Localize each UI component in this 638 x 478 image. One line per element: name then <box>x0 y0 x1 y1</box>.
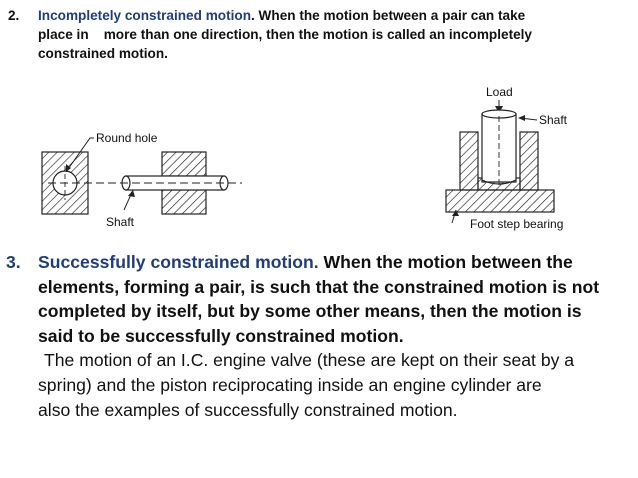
section-3-line-1: 3. Successfully constrained motion. When… <box>6 250 632 275</box>
section-3-body-3: also the examples of successfully constr… <box>38 399 458 420</box>
section-2-title: Incompletely constrained motion <box>38 8 251 23</box>
section-3-body-1-wrap: The motion of an I.C. engine valve (thes… <box>6 348 632 373</box>
figure-round-hole-shaft: Round hole Shaft <box>36 122 266 232</box>
section-3-bold-3: completed by itself, but by some other m… <box>38 301 582 322</box>
section-2-text-2: place in more than one direction, then t… <box>38 27 532 42</box>
right-block-bottom <box>161 189 207 215</box>
section-3-bold-1: When the motion between the <box>318 252 573 272</box>
label-shaft-right: Shaft <box>539 113 568 127</box>
section-3-body-2: spring) and the piston reciprocating ins… <box>38 374 542 395</box>
section-3-title: Successfully constrained motion. <box>38 252 319 272</box>
round-hole-diagram: Round hole Shaft <box>41 131 242 229</box>
foot-step-bearing-diagram: Load Shaft Foot step bearing <box>445 85 568 231</box>
section-2-number: 2. <box>8 8 20 23</box>
section-3-bold-4: said to be successfully constrained moti… <box>38 325 404 346</box>
figure-foot-step-bearing: Load Shaft Foot step bearing <box>442 82 592 234</box>
section-2-text-1: . When the motion between a pair can tak… <box>251 8 526 23</box>
bearing-base <box>445 189 555 213</box>
section-3-bold-2: elements, forming a pair, is such that t… <box>38 276 600 297</box>
section-2-paragraph: 2. Incompletely constrained motion. When … <box>8 6 633 63</box>
label-foot-step-bearing: Foot step bearing <box>470 217 563 231</box>
section-3-paragraph: 3. Successfully constrained motion. When… <box>6 250 632 422</box>
section-3-number: 3. <box>6 252 21 272</box>
label-round-hole: Round hole <box>96 131 158 145</box>
right-block-top <box>161 151 207 177</box>
label-load: Load <box>486 85 513 99</box>
section-2-line-1: 2. Incompletely constrained motion. When … <box>8 6 633 25</box>
section-3-body-1: The motion of an I.C. engine valve (thes… <box>44 350 575 371</box>
section-2-text-3: constrained motion. <box>38 46 168 61</box>
label-shaft-left: Shaft <box>106 215 135 229</box>
